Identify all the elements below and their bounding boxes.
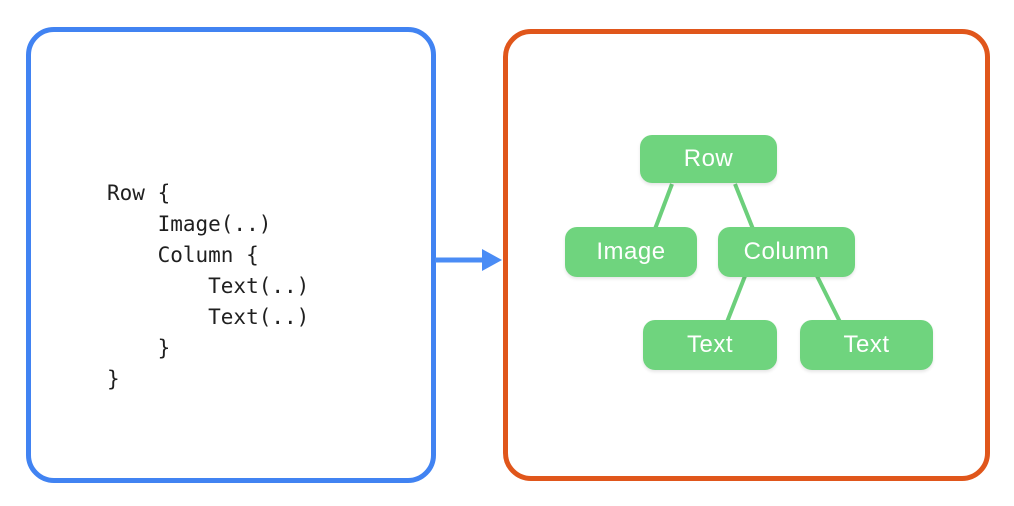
tree-node-column: Column [718,227,855,277]
tree-edge-column-text2 [815,275,842,323]
tree-node-image: Image [565,227,697,277]
arrow-right-icon [435,246,505,274]
tree-edges [653,183,842,323]
tree-panel: Row Image Column Text Text [503,29,990,481]
tree-edge-column-text1 [725,275,747,323]
code-snippet: Row { Image(..) Column { Text(..) Text(.… [107,181,310,391]
tree-node-row: Row [640,135,777,183]
tree-edge-row-image [653,183,674,230]
tree-node-text-1: Text [643,320,777,370]
tree-node-text-2: Text [800,320,933,370]
code-panel: Row { Image(..) Column { Text(..) Text(.… [26,27,436,483]
tree-edge-row-column [733,183,755,230]
